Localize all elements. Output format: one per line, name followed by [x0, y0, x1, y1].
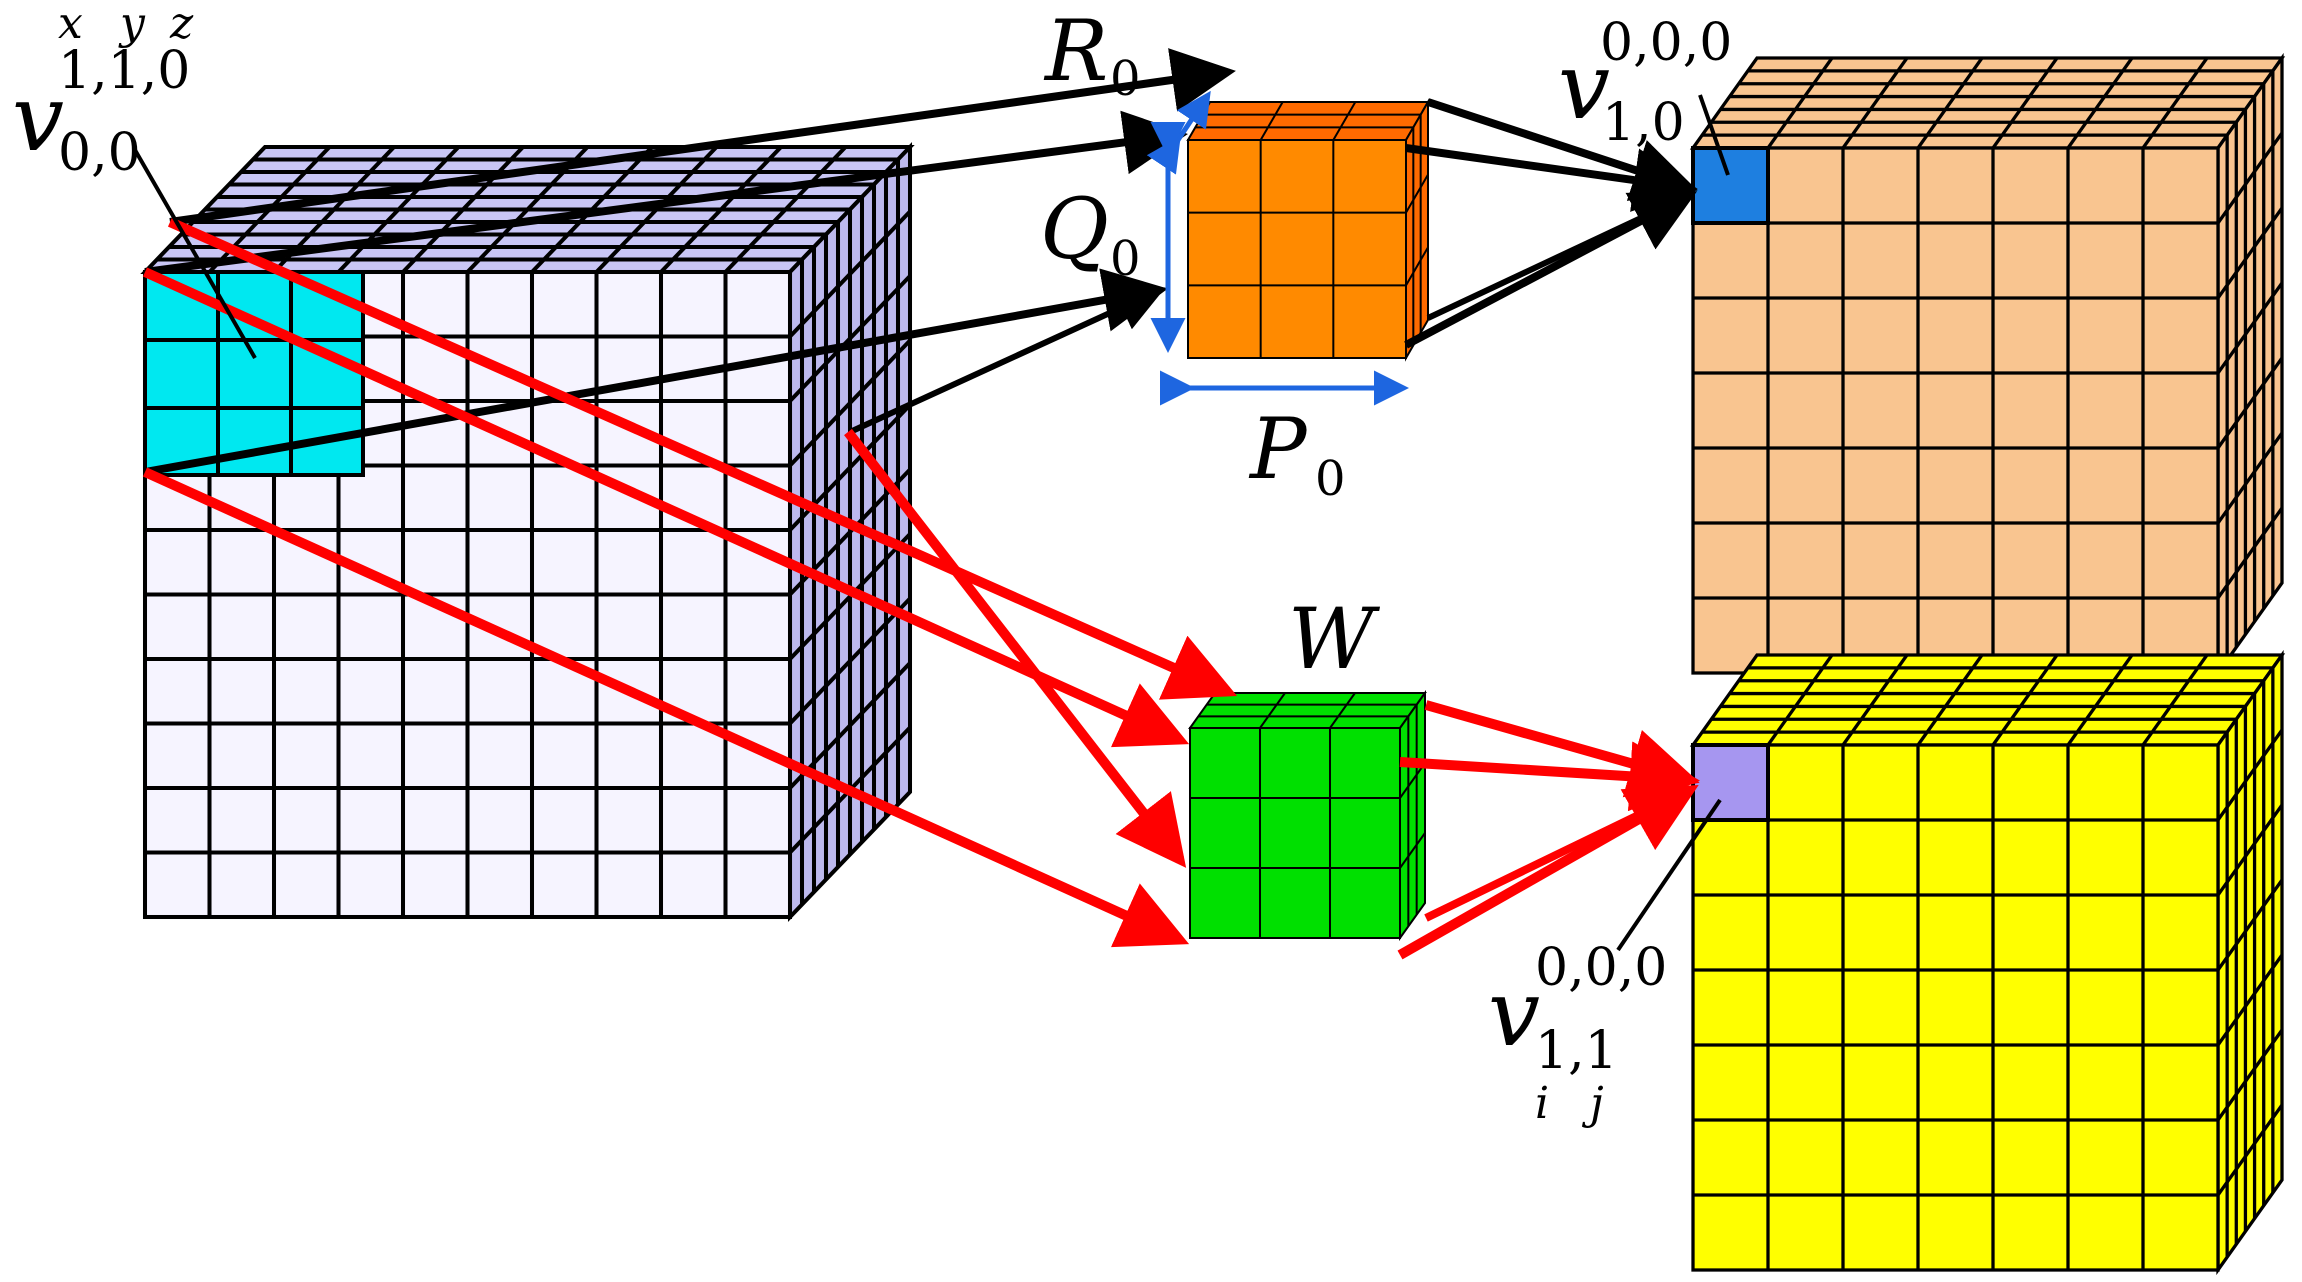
arrow-input-to-weight-3	[142, 467, 1190, 948]
filter-p-sub: 0	[1315, 451, 1346, 507]
output-volume-bottom	[1689, 649, 2286, 1276]
arrow-input-to-filter-3	[144, 268, 1168, 476]
arrow-input-to-filter-1	[169, 48, 1236, 226]
arrow-filter-to-output-2	[1405, 144, 1698, 212]
out-top-sub: 1,0	[1602, 93, 1685, 153]
leader-output-bottom-cell	[1616, 798, 1722, 952]
out-top-main: v	[1558, 33, 1610, 140]
out-top-sup: 0,0,0	[1600, 13, 1732, 73]
input-label-main: v	[12, 65, 64, 172]
arrow-input-to-weight-4	[844, 428, 1187, 868]
arrow-filter-to-output-4	[1426, 191, 1696, 321]
arrow-weight-to-output-2	[1399, 741, 1700, 812]
filter-q-main: Q	[1040, 180, 1109, 278]
arrow-input-to-weight-1	[167, 217, 1238, 700]
out-bottom-main: v	[1488, 960, 1540, 1067]
filter-cube-orange	[1186, 98, 1430, 362]
out-bottom-idx-i: i	[1535, 1078, 1549, 1129]
input-label-sub: 0,0	[58, 123, 141, 183]
arrow-input-to-filter-2	[144, 110, 1188, 276]
input-axis-y: y	[118, 0, 146, 49]
filter-r-main: R	[1043, 2, 1108, 100]
arrow-input-to-filter-4	[848, 285, 1166, 435]
filter-r-sub: 0	[1110, 51, 1141, 107]
filter-p-main: P	[1248, 400, 1308, 498]
output-volume-top	[1689, 52, 2286, 679]
filter-q-sub: 0	[1110, 231, 1141, 287]
input-axis-x: x	[58, 0, 83, 49]
input-receptive-field	[143, 270, 365, 477]
arrow-input-to-weight-2	[142, 267, 1190, 748]
output-bottom-cell	[1691, 743, 1770, 822]
leader-input-cell	[133, 149, 257, 359]
out-bottom-idx-j: j	[1581, 1078, 1604, 1129]
weight-label: W	[1288, 590, 1381, 688]
out-bottom-sub: 1,1	[1535, 1021, 1618, 1081]
filter-cube-green	[1188, 689, 1427, 942]
input-label-sup: 1,1,0	[58, 41, 190, 101]
out-bottom-sup: 0,0,0	[1535, 938, 1667, 998]
input-axis-z: z	[169, 0, 194, 49]
leader-output-top-cell	[1698, 94, 1730, 176]
arrow-weight-to-output-4	[1424, 785, 1698, 922]
output-top-cell	[1691, 146, 1770, 225]
